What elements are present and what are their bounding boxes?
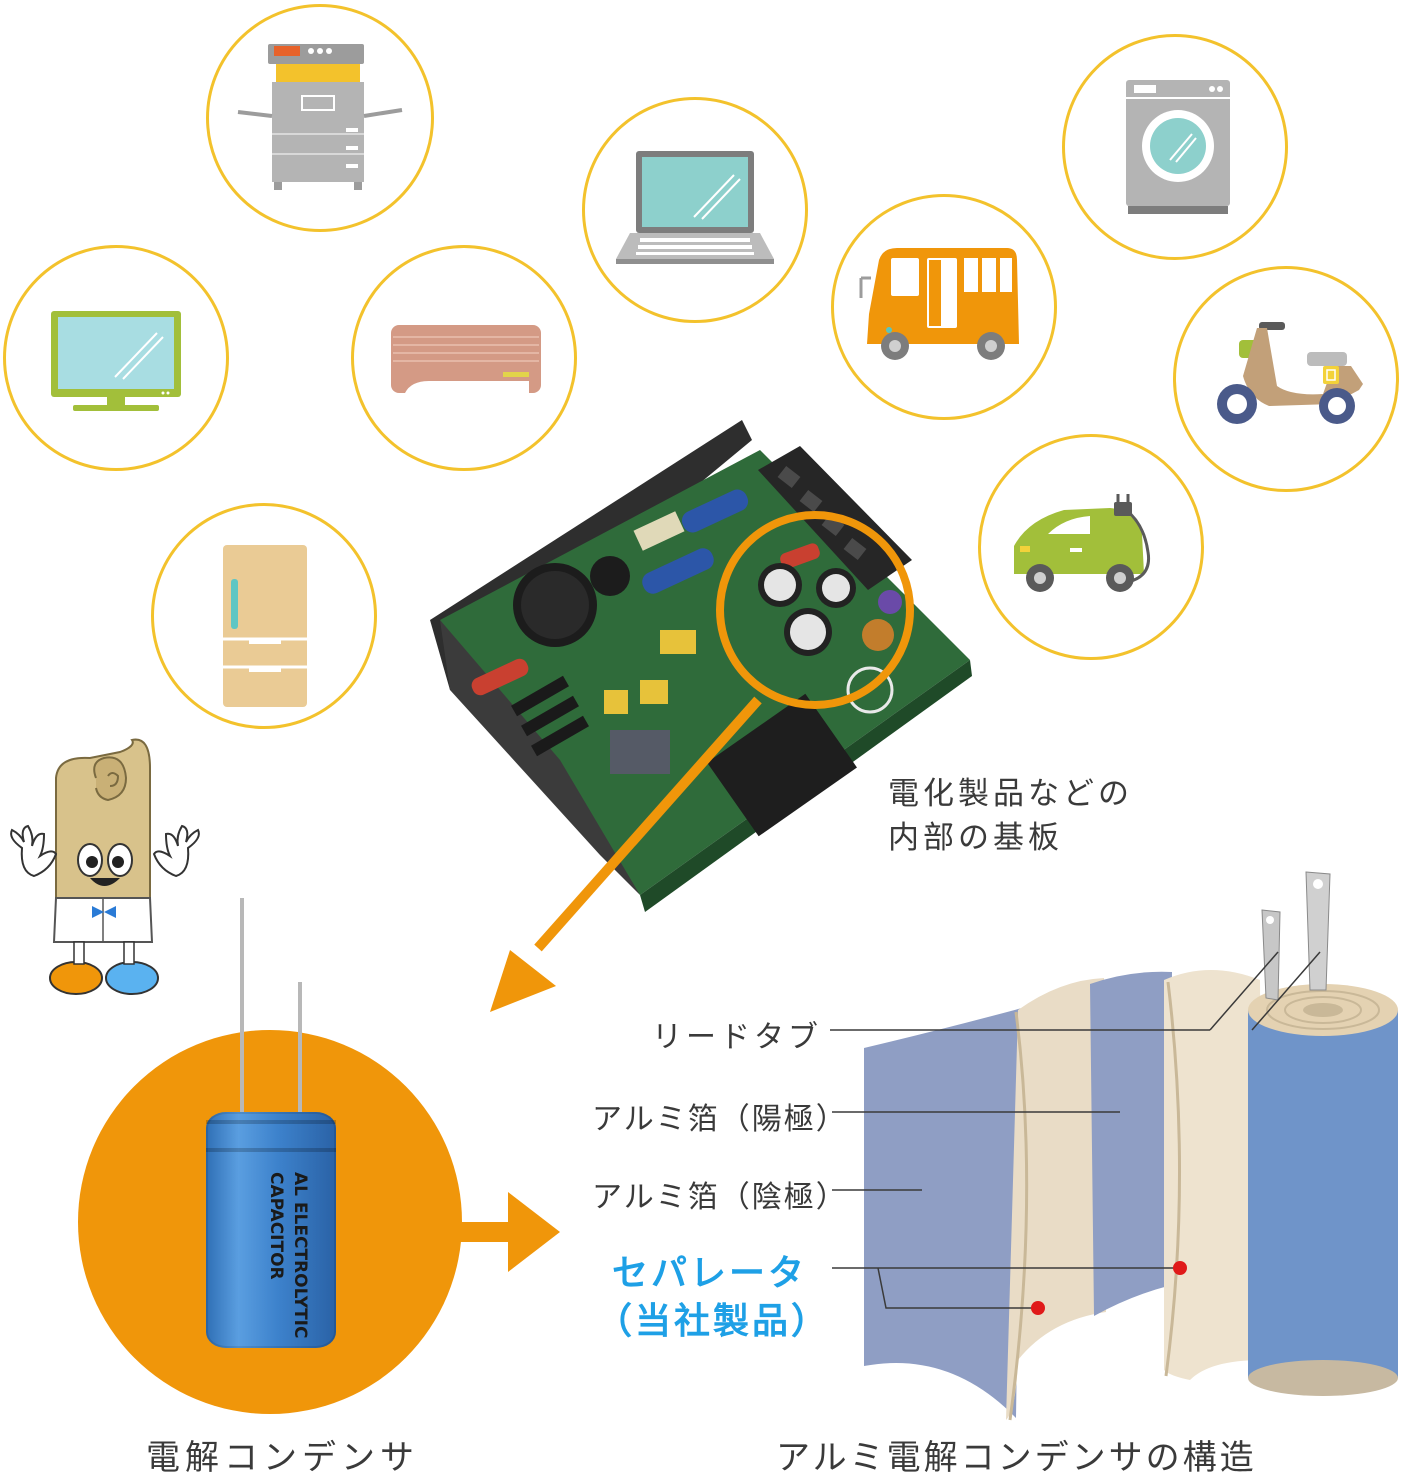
label-separator-note: （当社製品）: [596, 1301, 831, 1342]
bus-circle: [831, 194, 1057, 420]
washing-machine-icon: [1126, 80, 1230, 214]
printer-icon: [237, 44, 403, 190]
caption-capacitor-structure: アルミ電解コンデンサの構造: [776, 1438, 1257, 1478]
electric-car-icon: [1014, 494, 1151, 592]
highlight-ring: [716, 511, 914, 709]
refrigerator-icon: [223, 545, 307, 707]
tv-icon: [51, 311, 181, 411]
right-arrow: [456, 1192, 560, 1272]
capacitor-leads: [240, 898, 302, 1128]
tv-circle: [3, 245, 229, 471]
laptop-icon: [616, 151, 774, 264]
electric-car-circle: [978, 434, 1204, 660]
label-separator: セパレータ: [612, 1253, 808, 1294]
label-al-foil-anode: アルミ箔（陽極）: [592, 1102, 848, 1137]
mascot-character: [10, 738, 200, 995]
board-caption-line1: 電化製品などの: [888, 776, 1133, 812]
capacitor-body: AL ELECTROLYTIC CAPACITOR: [206, 1112, 336, 1348]
air-conditioner-icon: [391, 325, 541, 393]
caption-electrolytic-capacitor: 電解コンデンサ: [146, 1438, 419, 1478]
pointer-arrow: [534, 696, 762, 952]
scooter-icon: [1217, 322, 1363, 424]
scooter-circle: [1173, 266, 1399, 492]
printer-circle: [206, 4, 434, 232]
refrigerator-circle: [151, 503, 377, 729]
air-conditioner-circle: [351, 245, 577, 471]
washing-machine-circle: [1062, 34, 1288, 260]
label-lead-tab: リードタブ: [652, 1020, 822, 1055]
board-caption-line2: 内部の基板: [888, 820, 1063, 856]
label-al-foil-cathode: アルミ箔（陰極）: [592, 1180, 848, 1215]
bus-icon: [859, 248, 1019, 360]
laptop-circle: [582, 97, 808, 323]
